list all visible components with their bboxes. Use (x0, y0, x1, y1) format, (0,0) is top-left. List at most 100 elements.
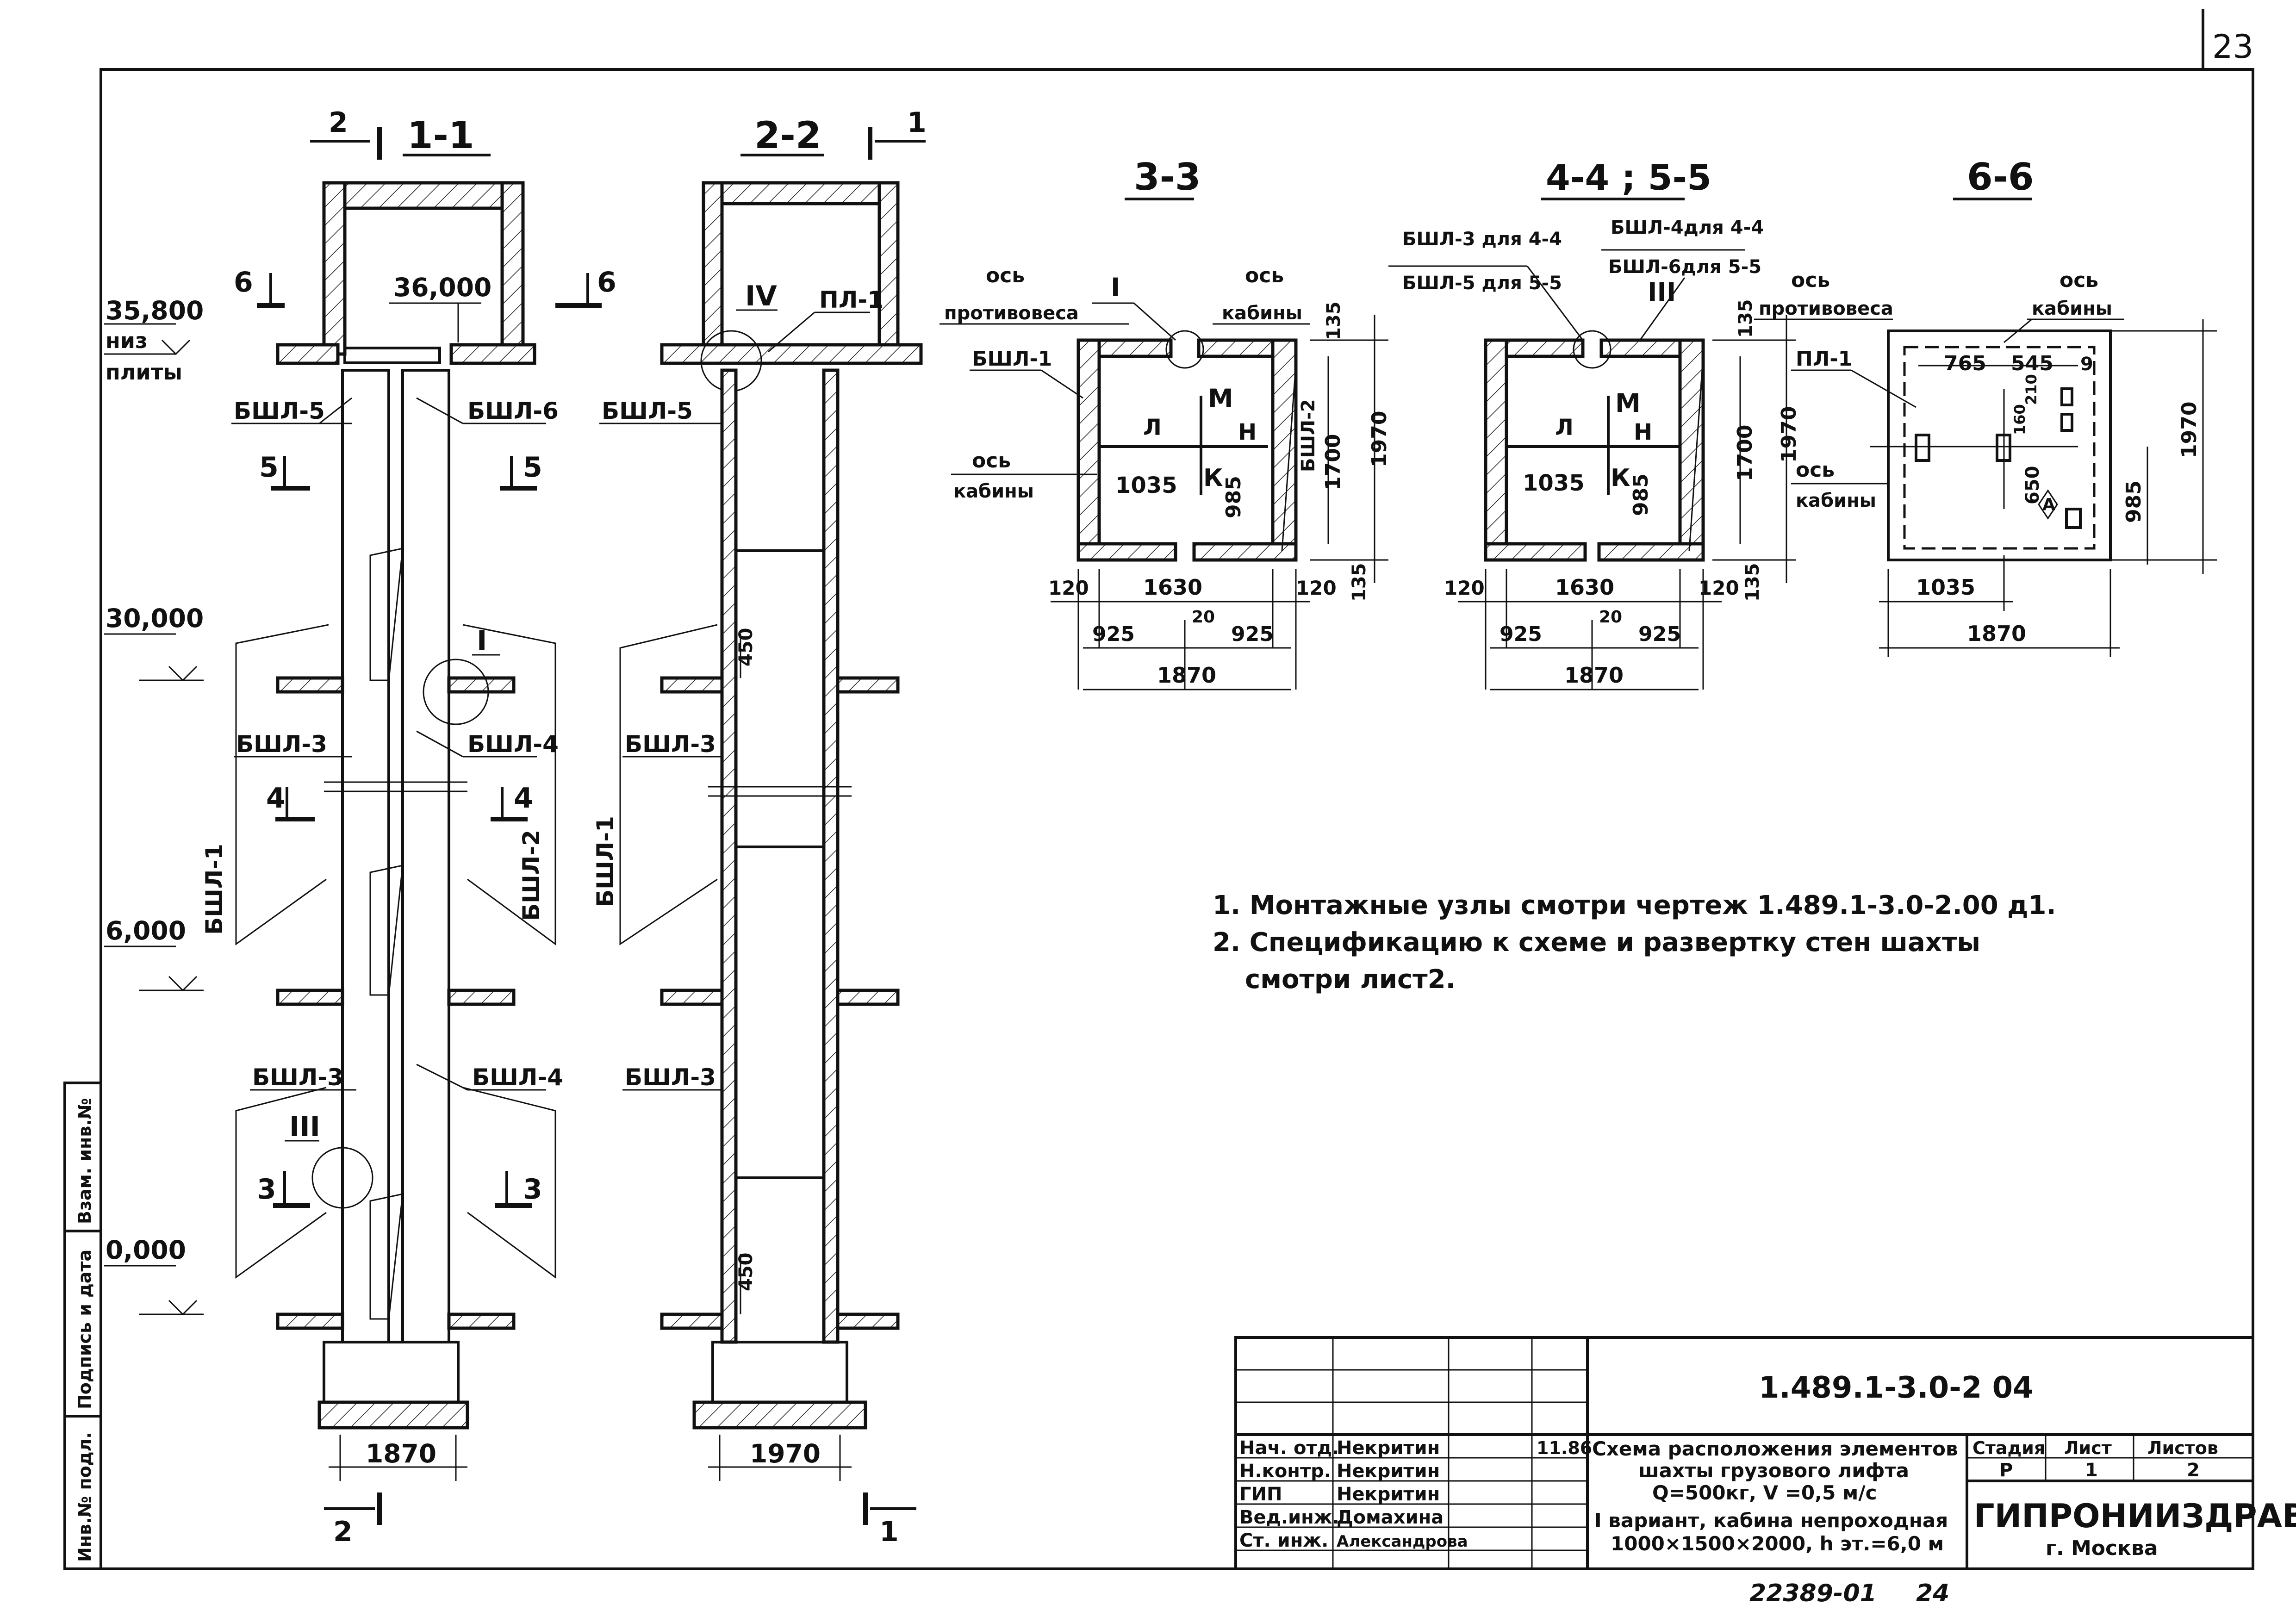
svg-text:Листов: Листов (2147, 1438, 2218, 1458)
svg-text:Н: Н (1238, 419, 1257, 445)
svg-text:120: 120 (1048, 577, 1089, 599)
svg-text:120: 120 (1444, 577, 1485, 599)
svg-text:плиты: плиты (106, 360, 182, 385)
svg-text:1970: 1970 (2178, 402, 2201, 458)
svg-text:Домахина: Домахина (1337, 1507, 1444, 1528)
svg-text:ГИП: ГИП (1239, 1484, 1282, 1505)
svg-text:противовеса: противовеса (1759, 298, 1893, 319)
svg-text:2: 2 (333, 1516, 353, 1548)
label-bshl2-33: БШЛ-2 (1298, 399, 1319, 472)
svg-text:650: 650 (2022, 466, 2043, 505)
svg-text:9: 9 (2080, 354, 2093, 375)
svg-text:135: 135 (1742, 563, 1763, 602)
svg-text:6: 6 (597, 266, 616, 298)
level-marks: 35,800 низ плиты 30,000 6,000 0,000 (104, 296, 204, 1316)
svg-text:1630: 1630 (1143, 575, 1202, 600)
svg-text:кабины: кабины (1796, 490, 1876, 511)
svg-text:М: М (1208, 384, 1233, 413)
svg-text:36,000: 36,000 (393, 273, 492, 302)
label-bshl3-11a: БШЛ-3 (236, 731, 327, 758)
svg-text:III: III (1648, 277, 1676, 307)
svg-text:БШЛ-4для 4-4: БШЛ-4для 4-4 (1611, 217, 1764, 238)
title-block: 1.489.1-3.0-2 04 Нач. отд. Н.контр. ГИП … (1234, 1336, 2296, 1570)
label-bshl1-11: БШЛ-1 (201, 844, 228, 935)
svg-text:1870: 1870 (1564, 663, 1624, 688)
svg-text:Схема расположения элементов: Схема расположения элементов (1592, 1437, 1958, 1460)
svg-text:кабины: кабины (953, 481, 1034, 502)
svg-text:Стадия: Стадия (1972, 1438, 2045, 1458)
label-bshl4-11b: БШЛ-4 (472, 1064, 563, 1091)
section-1-1-title: 1-1 (407, 114, 474, 157)
svg-text:0,000: 0,000 (106, 1235, 186, 1265)
svg-text:210: 210 (2022, 374, 2040, 405)
svg-text:III: III (289, 1111, 320, 1143)
svg-text:135: 135 (1735, 299, 1756, 338)
label-bshl3-11b: БШЛ-3 (252, 1064, 343, 1091)
svg-text:6: 6 (234, 266, 253, 298)
section-6-6: 6-6 А 765 545 9 160 210 650 ось противов… (1754, 155, 2217, 657)
svg-text:ось: ось (972, 449, 1011, 473)
svg-text:765: 765 (1944, 352, 1986, 375)
svg-text:ось: ось (1796, 458, 1835, 482)
svg-text:2: 2 (2187, 1460, 2200, 1481)
svg-text:Некритин: Некритин (1337, 1437, 1440, 1459)
svg-text:135: 135 (1323, 302, 1344, 341)
org-name: ГИПРОНИИЗДРАВ (1974, 1497, 2296, 1535)
svg-text:ПЛ-1: ПЛ-1 (1796, 347, 1852, 371)
svg-text:Ст. инж.: Ст. инж. (1239, 1530, 1328, 1551)
label-bshl6-11: БШЛ-6 (467, 398, 559, 424)
side-stamp-sign: Подпись и дата (75, 1250, 95, 1409)
label-bshl5-11: БШЛ-5 (234, 398, 325, 424)
section-6-6-title: 6-6 (1967, 155, 2034, 199)
svg-text:925: 925 (1231, 622, 1274, 646)
note-2b: смотри лист2. (1245, 964, 1456, 995)
section-2-2-title: 2-2 (754, 114, 821, 157)
svg-text:шахты грузового лифта: шахты грузового лифта (1638, 1459, 1909, 1482)
svg-text:1870: 1870 (1967, 621, 2026, 646)
label-bshl1-33: БШЛ-1 (972, 347, 1052, 371)
svg-text:30,000: 30,000 (106, 603, 204, 633)
archive-number: 22389-01 (1749, 1579, 1877, 1607)
svg-text:1000×1500×2000, h эт.=6,0 м: 1000×1500×2000, h эт.=6,0 м (1611, 1532, 1944, 1555)
svg-text:985: 985 (1222, 476, 1245, 518)
label-bshl4-11a: БШЛ-4 (467, 731, 559, 758)
svg-text:г. Москва: г. Москва (2046, 1536, 2158, 1560)
svg-text:925: 925 (1500, 622, 1542, 646)
svg-text:1700: 1700 (1321, 434, 1345, 491)
svg-text:1: 1 (2085, 1460, 2098, 1481)
svg-text:5: 5 (259, 451, 279, 484)
svg-text:4: 4 (514, 782, 533, 815)
label-bshl2-11: БШЛ-2 (518, 830, 545, 921)
svg-text:5: 5 (523, 451, 542, 484)
svg-text:Н.контр.: Н.контр. (1239, 1461, 1331, 1482)
svg-text:кабины: кабины (1222, 303, 1302, 324)
svg-text:Вед.инж.: Вед.инж. (1239, 1507, 1339, 1528)
svg-text:А: А (2042, 495, 2055, 514)
svg-text:низ: низ (106, 328, 148, 353)
svg-text:ПЛ-1: ПЛ-1 (819, 286, 884, 313)
svg-text:160: 160 (2011, 404, 2028, 435)
svg-text:1035: 1035 (1115, 473, 1177, 498)
svg-text:11.86: 11.86 (1537, 1438, 1592, 1458)
svg-text:925: 925 (1092, 622, 1135, 646)
svg-text:ось: ось (1791, 268, 1830, 292)
svg-text:Лист: Лист (2064, 1438, 2112, 1458)
svg-text:120: 120 (1296, 577, 1337, 599)
pl1-anchor (1915, 434, 1930, 462)
svg-text:20: 20 (1192, 608, 1215, 627)
svg-text:М: М (1615, 388, 1641, 418)
notes: 1. Монтажные узлы смотри чертеж 1.489.1-… (1213, 890, 2056, 995)
svg-text:450: 450 (735, 1253, 757, 1292)
svg-text:Некритин: Некритин (1337, 1484, 1440, 1505)
svg-text:ось: ось (986, 264, 1025, 287)
note-2a: 2. Спецификацию к схеме и развертку стен… (1213, 927, 1980, 958)
sheet-frame (100, 68, 2254, 1570)
svg-text:3: 3 (257, 1173, 276, 1206)
svg-text:1700: 1700 (1733, 425, 1757, 481)
svg-text:20: 20 (1599, 608, 1622, 627)
svg-text:Л: Л (1555, 415, 1574, 441)
side-stamp-inv: Инв.№ подл. (75, 1432, 95, 1562)
section-2-2: 2-2 1 IV ПЛ-1 450 450 БШЛ-5 (592, 106, 927, 1548)
section-3-3: 3-3 Л М Н К 1035 985 I ось противовеса о… (940, 155, 1391, 690)
